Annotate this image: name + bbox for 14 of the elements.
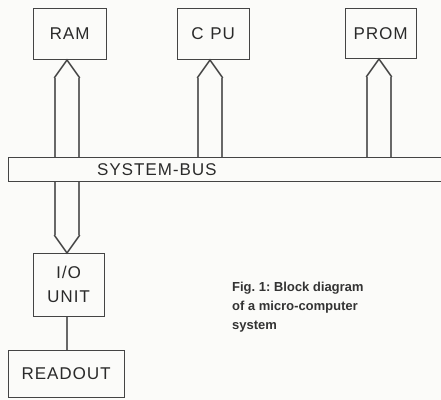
block-label: PROM [354,22,408,44]
block-box [177,8,250,60]
connector-line [66,317,68,350]
block-label: I/O UNIT [46,262,92,308]
block-label: RAM [50,23,90,45]
block-box [33,8,107,60]
block-label: C PU [191,23,236,45]
block-label: READOUT [21,363,112,385]
system-bus-bar [8,157,441,182]
figure-caption: Fig. 1: Block diagram of a micro-computer system [232,278,364,334]
block-box [33,253,105,317]
block-label: SYSTEM-BUS [97,158,218,180]
block-box [345,8,417,59]
block-box [8,350,125,398]
